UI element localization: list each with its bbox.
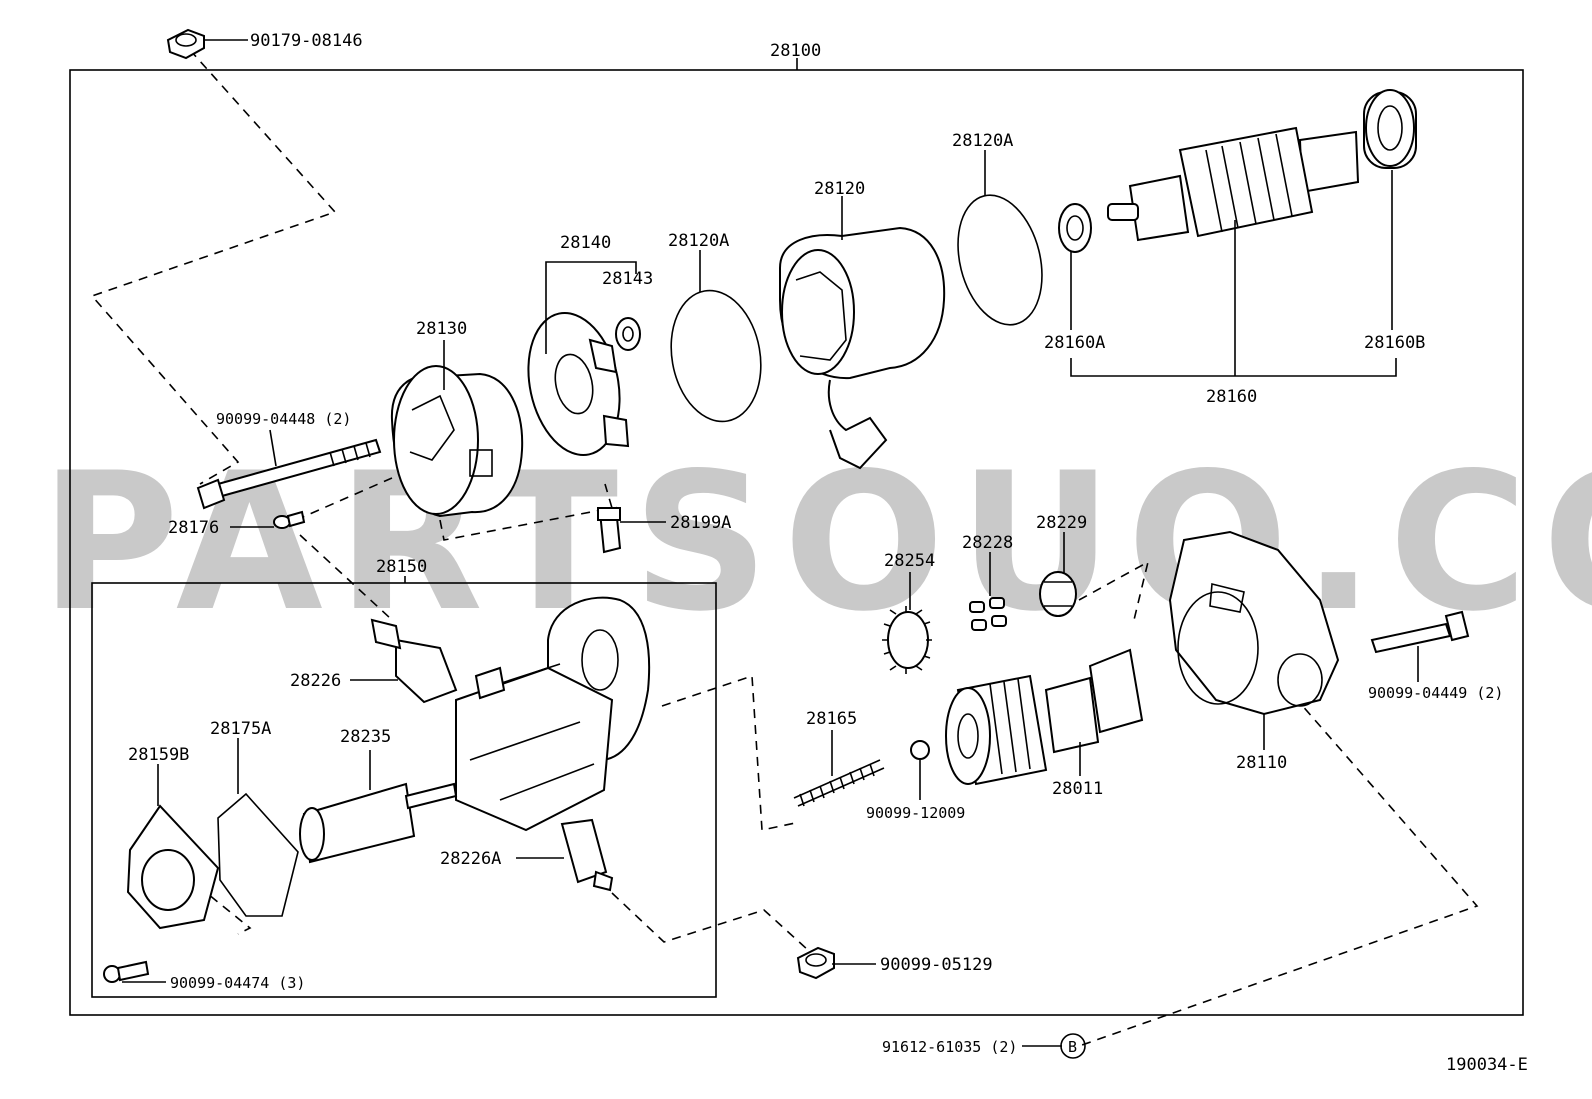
magnetic-switch-housing bbox=[455, 596, 651, 832]
callout-90179-08146: 90179-08146 bbox=[250, 31, 363, 51]
callout-28229: 28229 bbox=[1036, 513, 1087, 533]
spring-28143 bbox=[615, 317, 641, 351]
ball-90099-12009 bbox=[910, 740, 930, 760]
yoke-28120 bbox=[779, 226, 946, 470]
callout-28226: 28226 bbox=[290, 671, 341, 691]
screw-90099-04474 bbox=[103, 960, 150, 983]
terminal-28226A bbox=[560, 818, 614, 892]
end-frame-28130 bbox=[390, 365, 524, 518]
callout-90099-05129: 90099-05129 bbox=[880, 955, 993, 975]
callout-28254: 28254 bbox=[884, 551, 935, 571]
callout-28199A: 28199A bbox=[670, 513, 731, 533]
callout-28143: 28143 bbox=[602, 269, 653, 289]
bearing-28160A bbox=[1058, 203, 1092, 253]
nut-90179-08146 bbox=[166, 28, 205, 60]
callout-28226A: 28226A bbox=[440, 849, 501, 869]
callout-28150: 28150 bbox=[376, 557, 427, 577]
callout-28235: 28235 bbox=[340, 727, 391, 747]
terminal-28226 bbox=[370, 618, 458, 704]
callout-90099-04449: 90099-04449 (2) bbox=[1368, 684, 1503, 702]
callout-90099-12009: 90099-12009 bbox=[866, 804, 965, 822]
bolt-90099-04449 bbox=[1370, 610, 1470, 654]
callout-28120A-mid: 28120A bbox=[668, 231, 729, 251]
callout-28120: 28120 bbox=[814, 179, 865, 199]
plunger-28235 bbox=[299, 782, 458, 864]
drive-housing-28110 bbox=[1168, 530, 1340, 716]
o-ring-28120A-mid bbox=[670, 289, 762, 423]
callout-28228: 28228 bbox=[962, 533, 1013, 553]
callout-28130: 28130 bbox=[416, 319, 467, 339]
retainer-28229 bbox=[1039, 571, 1077, 617]
callout-91612-61035: 91612-61035 (2) bbox=[882, 1038, 1017, 1056]
callout-28160A: 28160A bbox=[1044, 333, 1105, 353]
screw-28176 bbox=[273, 510, 306, 529]
callout-90099-04474: 90099-04474 (3) bbox=[170, 974, 305, 992]
callout-28120A-top: 28120A bbox=[952, 131, 1013, 151]
cover-28159B bbox=[126, 804, 220, 930]
brush-holder-28140 bbox=[527, 311, 630, 457]
gasket-28175A bbox=[217, 792, 299, 917]
reference-circle-b bbox=[1060, 1033, 1086, 1059]
callout-28011: 28011 bbox=[1052, 779, 1103, 799]
o-ring-28120A-top bbox=[957, 194, 1043, 326]
rollers-28228 bbox=[969, 597, 1007, 631]
callout-28176: 28176 bbox=[168, 518, 219, 538]
callout-28159B: 28159B bbox=[128, 745, 189, 765]
subassembly-frame-28150 bbox=[91, 582, 717, 998]
through-bolt-90099-04448 bbox=[196, 438, 382, 510]
armature-28160 bbox=[1107, 126, 1360, 242]
watermark: PARTSOUQ.COM bbox=[40, 432, 1592, 653]
spring-28165 bbox=[793, 759, 885, 807]
bearing-28160B bbox=[1363, 89, 1417, 169]
callout-28165: 28165 bbox=[806, 709, 857, 729]
reference-b-label: B bbox=[1068, 1038, 1077, 1056]
nut-90099-05129 bbox=[796, 946, 835, 980]
plug-28199A bbox=[597, 506, 622, 554]
gear-28254 bbox=[882, 606, 932, 674]
figure-code: 190034-E bbox=[1446, 1055, 1528, 1075]
callout-28175A: 28175A bbox=[210, 719, 271, 739]
callout-28160B: 28160B bbox=[1364, 333, 1425, 353]
callout-90099-04448: 90099-04448 (2) bbox=[216, 410, 351, 428]
callout-28160: 28160 bbox=[1206, 387, 1257, 407]
clutch-28011 bbox=[945, 648, 1144, 786]
callout-28110: 28110 bbox=[1236, 753, 1287, 773]
callout-28140: 28140 bbox=[560, 233, 611, 253]
callout-28100: 28100 bbox=[770, 41, 821, 61]
